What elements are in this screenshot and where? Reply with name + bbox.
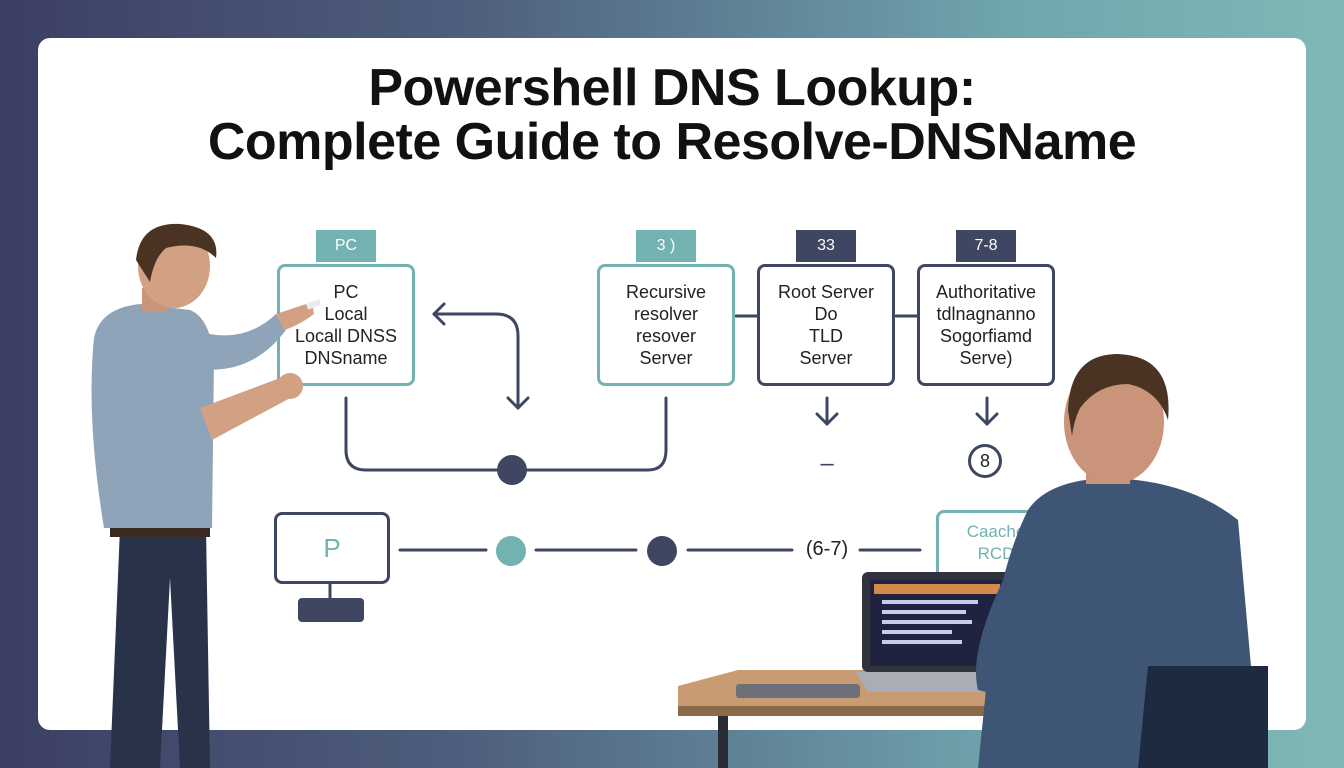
seated-person-illustration <box>976 354 1268 768</box>
step-number-badge: 8 <box>968 444 1002 478</box>
node-line: Locall DNSS <box>294 326 398 346</box>
node-line: resolver <box>633 304 699 324</box>
node-line: Server <box>639 348 693 368</box>
node-authoritative-server: Authoritative tdlnagnanno Sogorfiamd Ser… <box>917 264 1055 386</box>
node-line: Authoritative <box>935 282 1037 302</box>
node-line: Recursive <box>625 282 707 302</box>
page-title-line-1: Powershell DNS Lookup: <box>368 59 976 117</box>
page-title-line-2: Complete Guide to Resolve-DNSName <box>207 113 1137 171</box>
desk-with-laptop-illustration <box>678 572 1078 768</box>
node-recursive-resolver: Recursive resolver resover Server <box>597 264 735 386</box>
node-line: PC <box>333 282 359 302</box>
node-tag-authoritative: 7-8 <box>956 230 1016 262</box>
node-line: DNSname <box>304 348 388 368</box>
pc-monitor-label: P <box>323 533 341 563</box>
node-local-pc: PC Local Locall DNSS DNSname <box>277 264 415 386</box>
node-tag-root: 33 <box>796 230 856 262</box>
node-tag-resolver: 3 ) <box>636 230 696 262</box>
cache-line-1: Caache <box>966 521 1026 541</box>
cache-line-2: RCD <box>977 543 1015 563</box>
pc-monitor-icon: P <box>274 512 390 584</box>
presenter-person-illustration <box>91 223 320 768</box>
node-line: Sogorfiamd <box>939 326 1033 346</box>
junction-dot <box>497 455 527 485</box>
node-line: tdlnagnanno <box>936 304 1036 324</box>
node-line: resover <box>635 326 697 346</box>
node-tag-pc: PC <box>316 230 376 262</box>
monitor-base-icon <box>298 598 364 622</box>
flow-label: (6-7) <box>805 538 849 560</box>
node-root-tld-server: Root Server Do TLD Server <box>757 264 895 386</box>
flow-dot-navy <box>647 536 677 566</box>
flow-dot-teal <box>496 536 526 566</box>
node-line: Local <box>324 304 368 324</box>
node-line: Server <box>799 348 853 368</box>
node-line: Serve) <box>959 348 1013 368</box>
node-line: TLD <box>808 326 843 346</box>
node-line: Root Server <box>777 282 875 302</box>
node-line: Do <box>814 304 838 324</box>
root-dash-marker: – <box>820 450 834 477</box>
